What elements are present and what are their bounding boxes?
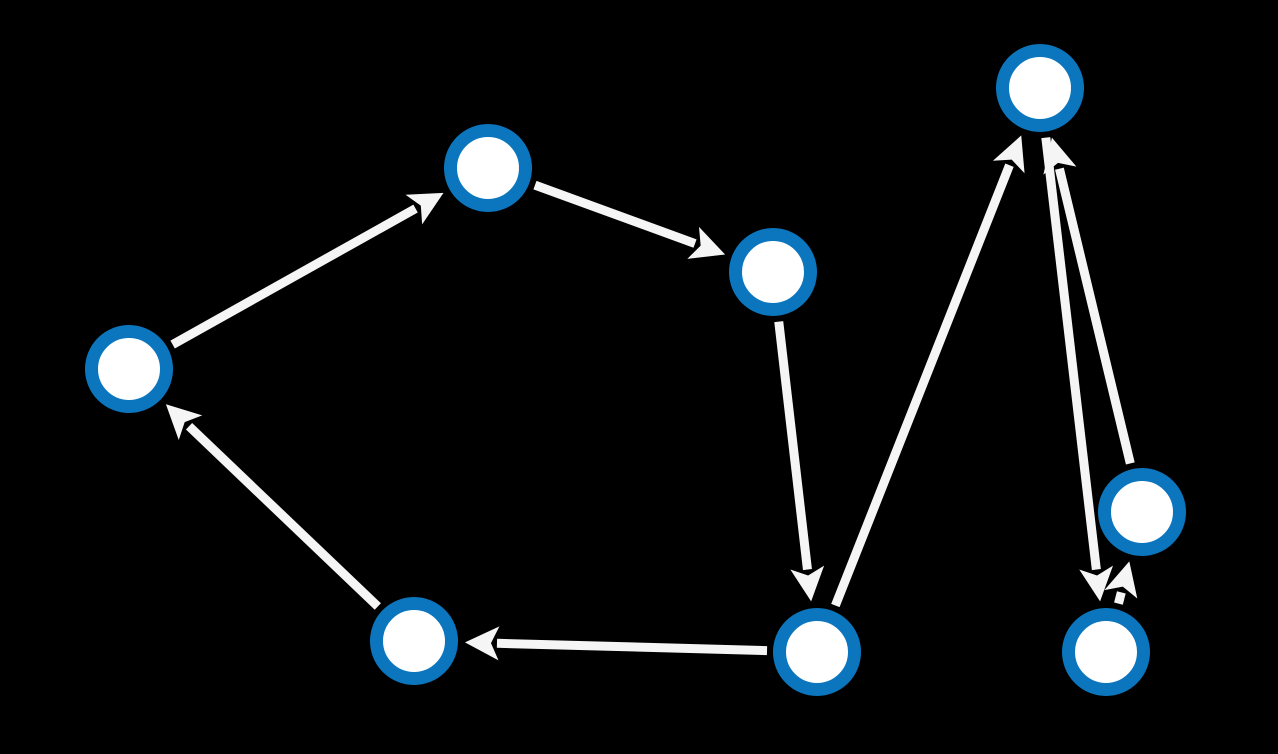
arrowhead-icon xyxy=(405,192,444,225)
graph-edge-n4-to-n6[interactable] xyxy=(1041,137,1114,602)
node-circle xyxy=(996,44,1084,132)
arrowhead-icon xyxy=(1104,561,1138,599)
graph-edge-n7-to-n8[interactable] xyxy=(464,626,768,661)
edge-line xyxy=(1055,167,1135,465)
node-circle xyxy=(444,124,532,212)
arrowhead-icon xyxy=(992,135,1025,174)
graph-edge-n8-to-n1[interactable] xyxy=(165,404,381,610)
graph-edge-n5-to-n4[interactable] xyxy=(1043,137,1135,465)
graph-edge-n7-to-n4[interactable] xyxy=(831,135,1025,608)
edge-layer xyxy=(165,135,1138,661)
graph-node-n5[interactable] xyxy=(1098,468,1186,556)
edge-line xyxy=(533,180,697,248)
node-circle xyxy=(85,325,173,413)
node-circle xyxy=(1098,468,1186,556)
graph-edge-n3-to-n7[interactable] xyxy=(774,321,825,602)
edge-line xyxy=(831,163,1014,608)
node-circle xyxy=(370,597,458,685)
graph-edge-n1-to-n2[interactable] xyxy=(170,192,444,349)
node-circle xyxy=(729,228,817,316)
arrowhead-icon xyxy=(165,404,203,440)
arrowhead-icon xyxy=(1043,137,1077,175)
graph-node-n6[interactable] xyxy=(1062,608,1150,696)
edge-line xyxy=(1041,137,1101,571)
graph-node-n8[interactable] xyxy=(370,597,458,685)
node-circle xyxy=(1062,608,1150,696)
edge-line xyxy=(774,321,812,571)
arrowhead-icon xyxy=(1079,565,1114,602)
node-circle xyxy=(773,608,861,696)
graph-node-n1[interactable] xyxy=(85,325,173,413)
arrowhead-icon xyxy=(464,626,500,661)
node-layer xyxy=(85,44,1186,696)
graph-edge-n6-to-n5[interactable] xyxy=(1104,561,1138,605)
graph-edge-n2-to-n3[interactable] xyxy=(533,180,726,259)
edge-line xyxy=(170,204,418,349)
arrowhead-icon xyxy=(687,226,726,259)
graph-node-n4[interactable] xyxy=(996,44,1084,132)
graph-node-n2[interactable] xyxy=(444,124,532,212)
graph-node-n3[interactable] xyxy=(729,228,817,316)
arrowhead-icon xyxy=(790,565,825,602)
edge-line xyxy=(1114,591,1126,605)
graph-node-n7[interactable] xyxy=(773,608,861,696)
edge-line xyxy=(185,423,381,610)
edge-line xyxy=(496,638,768,656)
